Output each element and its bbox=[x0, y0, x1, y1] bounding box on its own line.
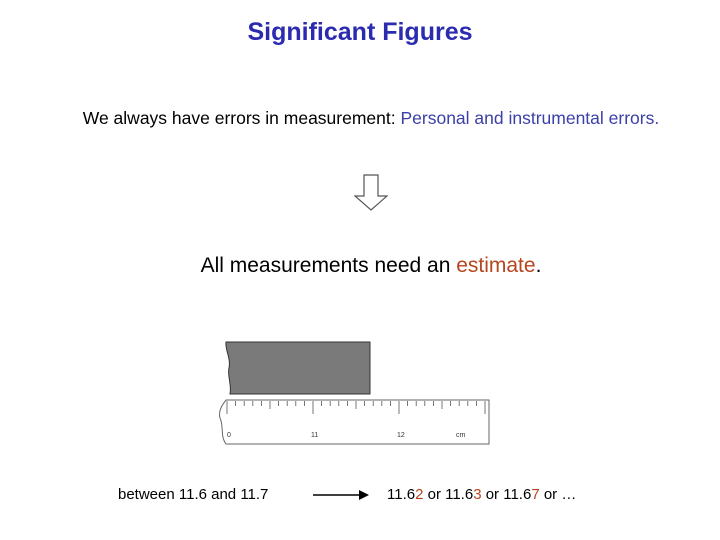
estimate-part: or 11.6 bbox=[481, 486, 532, 503]
ruler-label-0: 0 bbox=[227, 432, 231, 439]
ruler bbox=[219, 399, 490, 445]
estimate-part: or … bbox=[539, 486, 577, 503]
measured-object bbox=[225, 341, 371, 395]
estimate-digit: 3 bbox=[473, 486, 482, 503]
ruler-label-12: 12 bbox=[397, 432, 405, 439]
estimate-part: or 11.6 bbox=[423, 486, 474, 503]
estimate-values: 11.62 or 11.63 or 11.67 or … bbox=[387, 486, 576, 503]
estimate-digit: 2 bbox=[415, 486, 424, 503]
conclusion-highlight: estimate bbox=[456, 254, 536, 277]
intro-prefix: We always have errors in measurement: bbox=[82, 108, 401, 128]
ruler-measurement-image: 0 11 12 cm bbox=[219, 341, 490, 445]
page-title: Significant Figures bbox=[247, 18, 473, 46]
estimate-digit: 7 bbox=[531, 486, 540, 503]
down-arrow-icon bbox=[354, 174, 388, 211]
between-text: between 11.6 and 11.7 bbox=[118, 486, 269, 503]
intro-text: We always have errors in measurement: Pe… bbox=[0, 108, 720, 129]
conclusion-suffix: . bbox=[535, 254, 542, 277]
ruler-label-unit: cm bbox=[456, 432, 466, 439]
estimate-part: 11.6 bbox=[387, 486, 416, 503]
ruler-label-11: 11 bbox=[311, 432, 318, 439]
right-arrow-icon bbox=[313, 490, 369, 500]
conclusion-text: All measurements need an estimate. bbox=[0, 254, 720, 278]
intro-highlight: Personal and instrumental errors. bbox=[400, 108, 660, 128]
conclusion-prefix: All measurements need an bbox=[200, 254, 457, 277]
